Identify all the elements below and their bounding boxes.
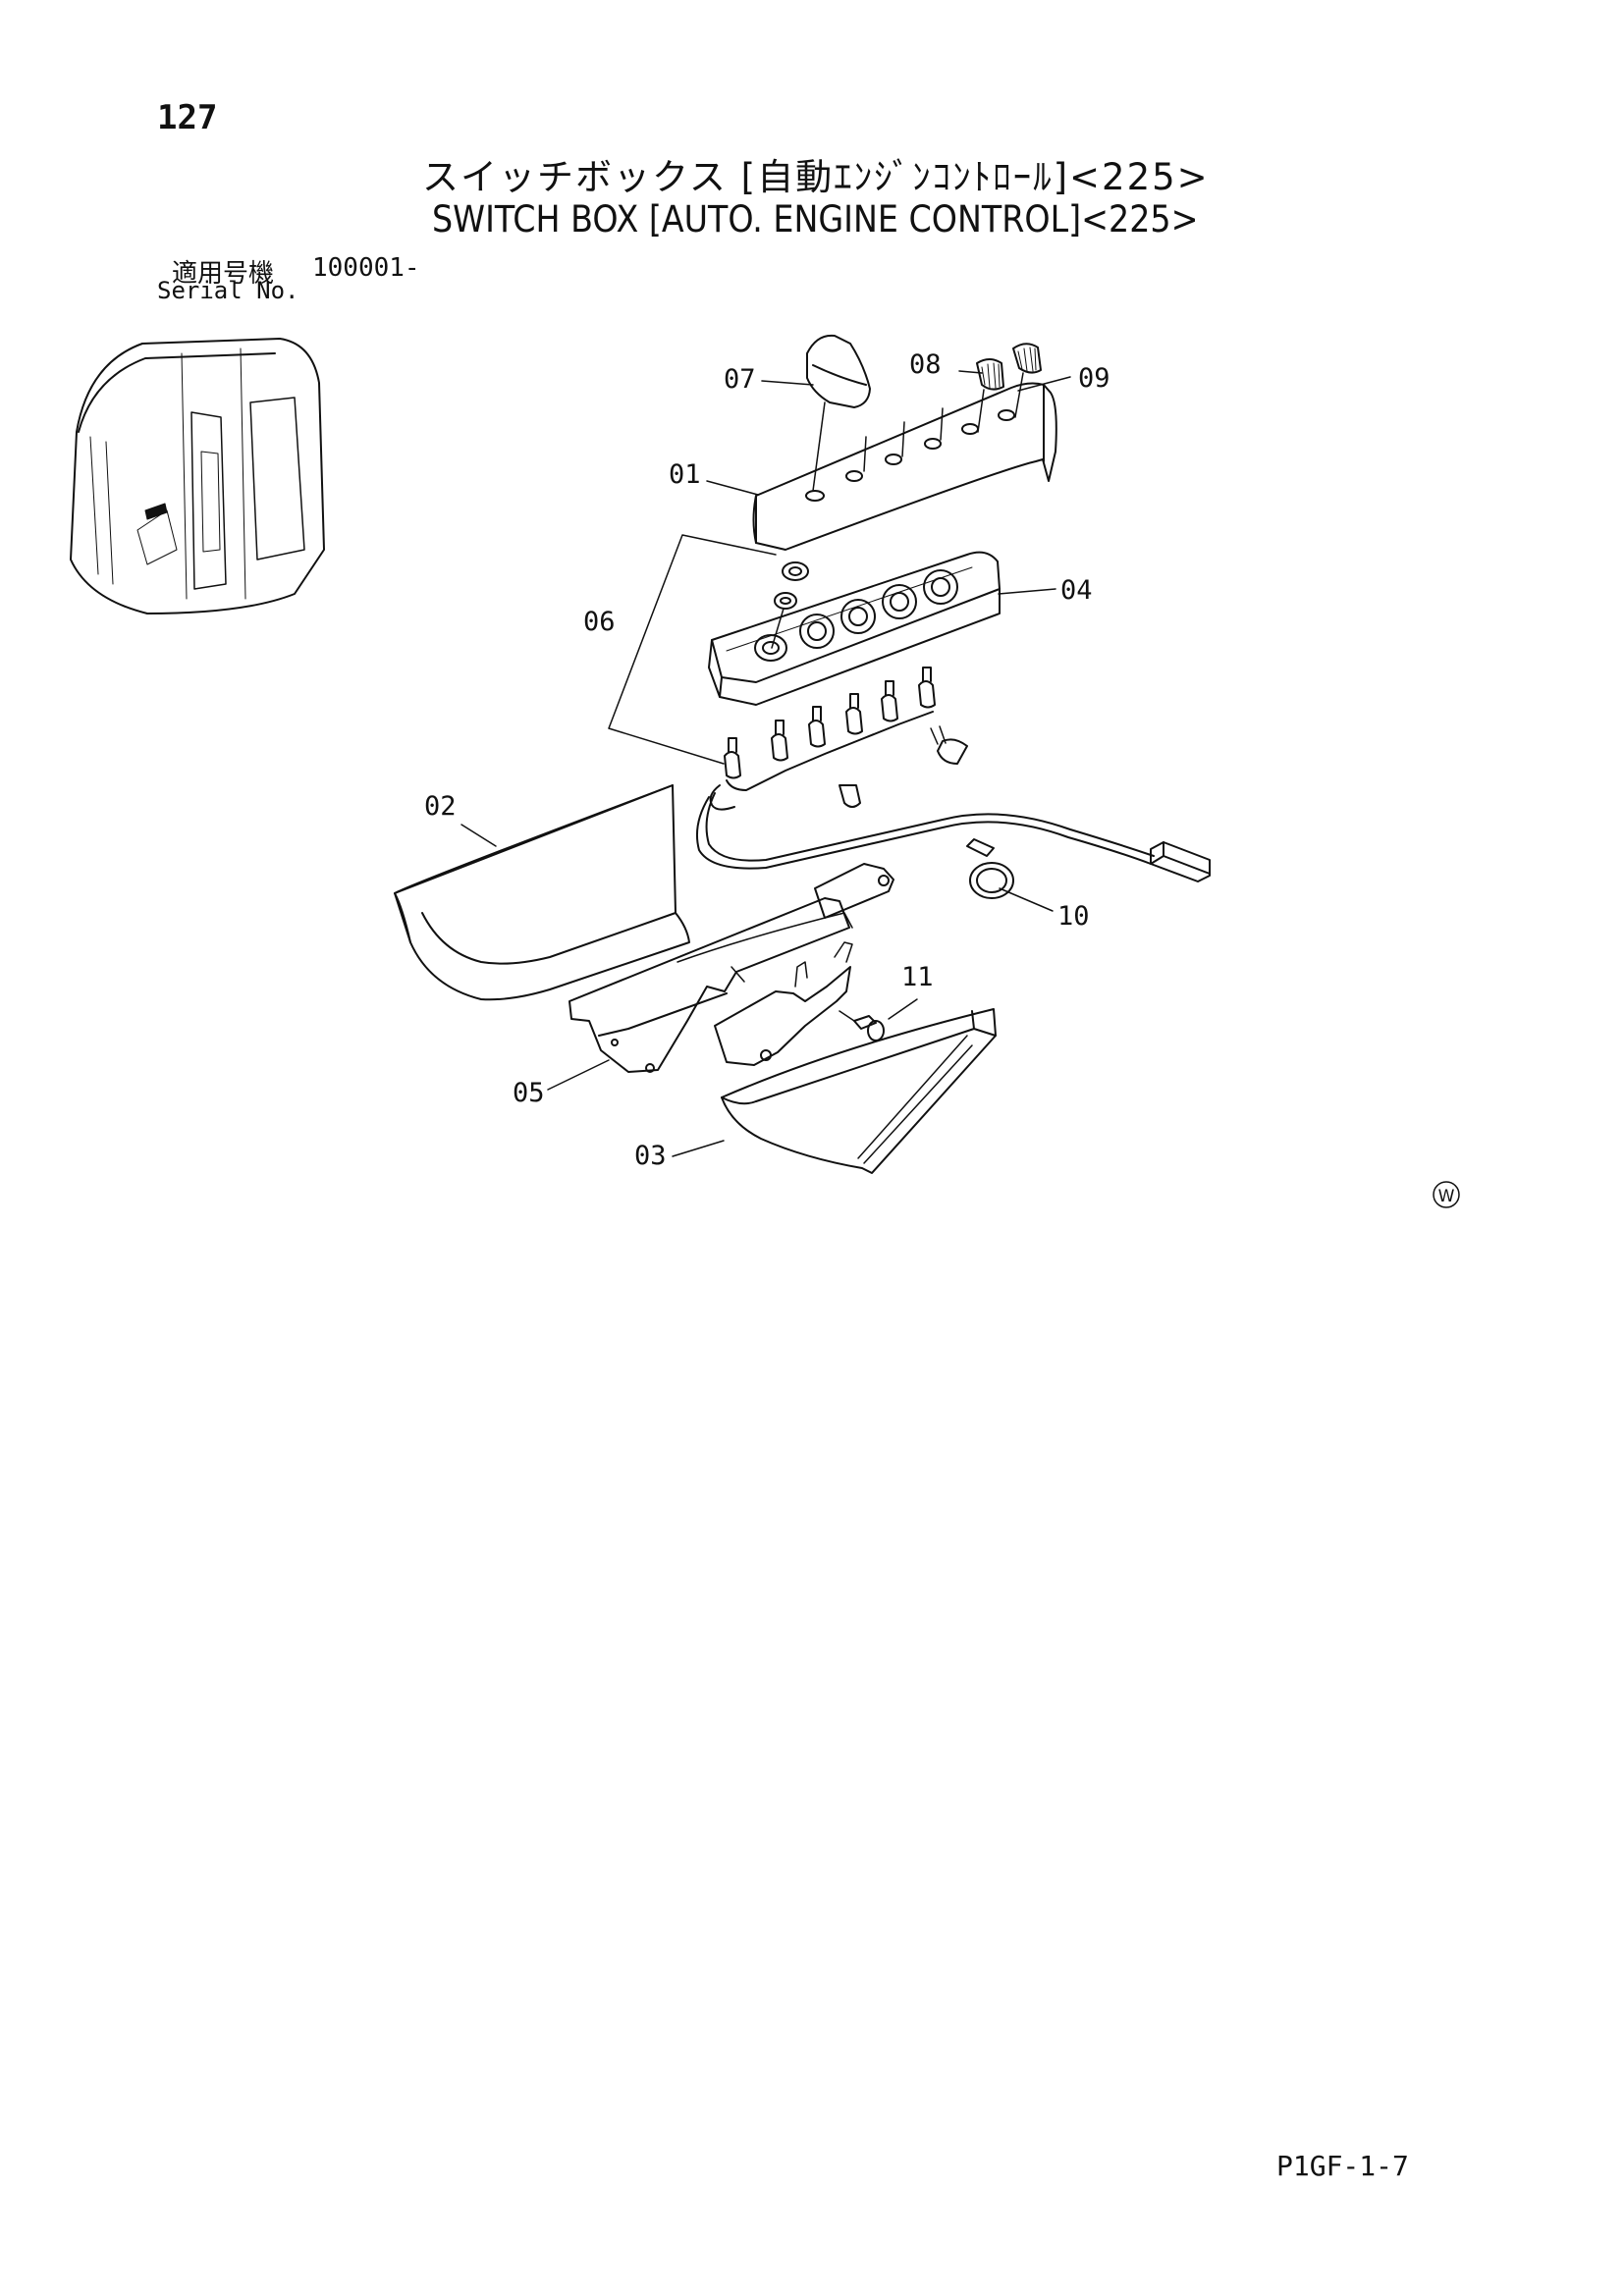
callout-01: 01 [669,459,701,490]
callout-03: 03 [634,1141,667,1171]
callout-08: 08 [909,349,942,380]
watermark-w-letter: W [1438,1187,1455,1206]
callout-09: 09 [1078,363,1110,394]
watermark-w-mark: W [1433,1181,1460,1208]
part-01-cover [752,382,1057,551]
callout-labels: 07 08 09 01 04 06 02 10 11 05 03 [424,349,1110,1171]
title-japanese: スイッチボックス [自動ｴﾝｼﾞﾝｺﾝﾄﾛｰﾙ]<225> [422,156,1210,198]
part-06-hardware [608,534,809,765]
leader-lines [460,370,1071,1157]
part-04-housing [708,551,1001,706]
callout-10: 10 [1057,901,1090,932]
callout-06: 06 [583,607,616,637]
part-07-knob [806,334,871,492]
title-english: SWITCH BOX [AUTO. ENGINE CONTROL]<225> [432,198,1199,240]
callout-05: 05 [513,1078,545,1108]
callout-02: 02 [424,791,457,822]
serial-number-value: 100001- [312,253,420,283]
switch-harness [696,667,1211,882]
callout-11: 11 [901,962,934,992]
figure-code: P1GF-1-7 [1276,2150,1409,2182]
part-02-cover [394,784,690,1001]
callout-07: 07 [724,364,756,395]
page-number: 127 [157,98,218,137]
part-11-bolt [839,1010,885,1041]
callout-04: 04 [1060,575,1093,606]
part-10-clamp [966,838,1014,899]
part-08-knob [976,358,1004,433]
serial-label-japanese: 適用号機 [172,259,275,289]
part-05-bracket [568,863,894,1073]
part-03-cover [721,1008,997,1174]
part-09-knob [1012,343,1042,418]
cab-thumbnail [70,338,325,614]
serial-label-english: Serial No. [157,277,299,304]
